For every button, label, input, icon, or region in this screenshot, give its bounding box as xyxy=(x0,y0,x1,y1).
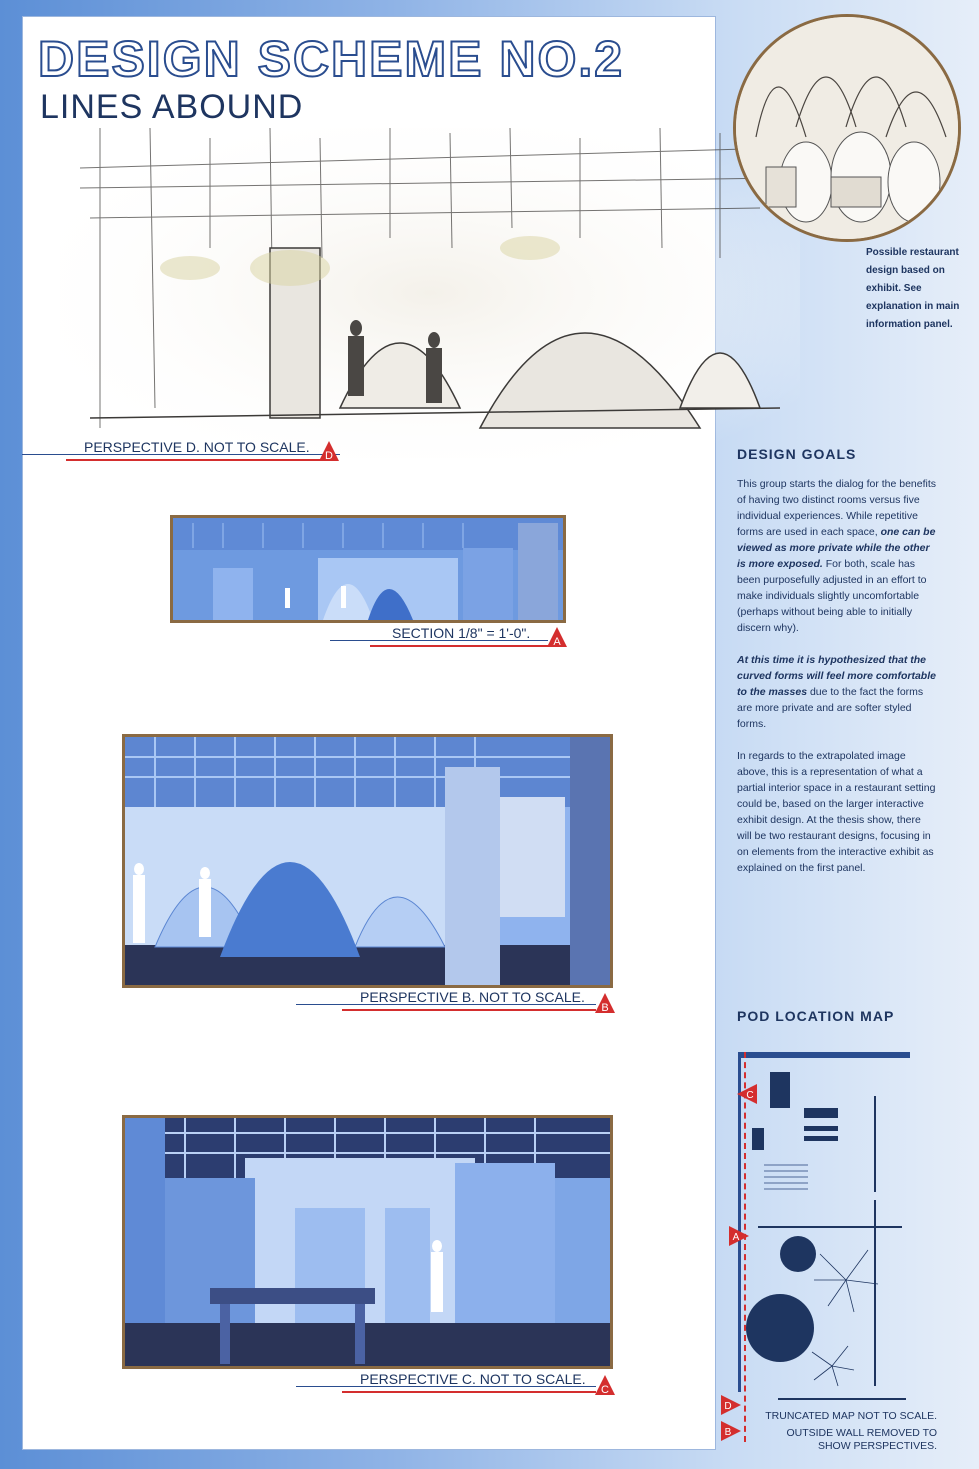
svg-text:B: B xyxy=(601,1002,608,1014)
caption-perspective-c-text: PERSPECTIVE C. NOT TO SCALE. xyxy=(360,1371,586,1387)
map-marker-c: C xyxy=(737,1084,757,1104)
outside-wall-line xyxy=(744,1052,746,1442)
svg-text:A: A xyxy=(733,1232,740,1243)
design-goals-heading: DESIGN GOALS xyxy=(737,446,857,462)
caption-perspective-b: PERSPECTIVE B. NOT TO SCALE. xyxy=(296,989,596,1014)
design-goals-text: This group starts the dialog for the ben… xyxy=(737,478,937,874)
marker-a: A xyxy=(547,627,567,648)
marker-b: B xyxy=(595,993,615,1014)
page-title: DESIGN SCHEME NO.2 xyxy=(37,30,625,88)
svg-text:B: B xyxy=(725,1427,732,1438)
caption-perspective-b-text: PERSPECTIVE B. NOT TO SCALE. xyxy=(360,989,585,1005)
restaurant-design-sketch xyxy=(733,14,961,242)
svg-text:C: C xyxy=(601,1384,609,1396)
marker-c: C xyxy=(595,1375,615,1396)
perspective-d-sketch xyxy=(60,128,800,458)
svg-text:D: D xyxy=(325,450,333,462)
map-marker-d: D xyxy=(721,1395,741,1415)
caption-perspective-c: PERSPECTIVE C. NOT TO SCALE. xyxy=(296,1371,596,1396)
map-note-perspectives: SHOW PERSPECTIVES. xyxy=(817,1440,937,1452)
caption-perspective-d: PERSPECTIVE D. NOT TO SCALE. xyxy=(22,439,340,464)
page-subtitle: LINES ABOUND xyxy=(40,88,304,126)
marker-d: D xyxy=(319,441,339,462)
perspective-c-render xyxy=(122,1115,613,1369)
caption-section-a-text: SECTION 1/8" = 1'-0". xyxy=(392,625,531,641)
caption-section-a: SECTION 1/8" = 1'-0". xyxy=(330,625,548,650)
map-marker-b: B xyxy=(721,1421,741,1441)
svg-text:A: A xyxy=(553,636,561,648)
perspective-b-render xyxy=(122,734,613,988)
map-note-wall: OUTSIDE WALL REMOVED TO xyxy=(786,1427,937,1439)
section-a-render xyxy=(170,515,566,623)
map-note-truncated: TRUNCATED MAP NOT TO SCALE. xyxy=(765,1410,937,1422)
pod-map-heading: POD LOCATION MAP xyxy=(737,1008,895,1024)
svg-text:D: D xyxy=(724,1401,731,1412)
svg-text:C: C xyxy=(746,1090,753,1101)
caption-perspective-d-text: PERSPECTIVE D. NOT TO SCALE. xyxy=(84,439,310,455)
map-marker-a: A xyxy=(729,1226,749,1246)
restaurant-side-note: Possible restaurant design based on exhi… xyxy=(866,247,960,330)
pod-location-map xyxy=(738,1052,910,1400)
